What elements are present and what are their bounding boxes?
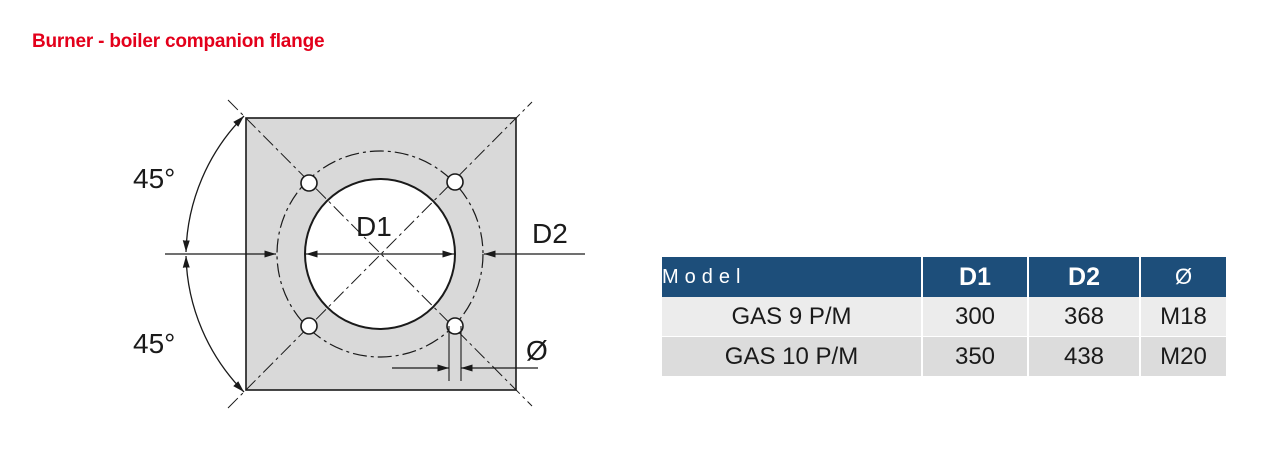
bolt-hole-top-left [300, 174, 318, 192]
cell-d2: 438 [1029, 336, 1141, 376]
cell-model: GAS 9 P/M [662, 297, 923, 336]
header-diameter: Ø [1141, 257, 1226, 297]
cell-model: GAS 10 P/M [662, 336, 923, 376]
bolt-hole-bottom-right [446, 317, 464, 335]
diagonal-line-1 [227, 99, 533, 407]
bolt-hole-top-right [446, 173, 464, 191]
spec-table: Model D1 D2 Ø GAS 9 P/M 300 368 M18 GAS … [662, 257, 1226, 376]
cell-d2: 368 [1029, 297, 1141, 336]
header-d2: D2 [1029, 257, 1141, 297]
header-model: Model [662, 257, 923, 297]
table-row: GAS 9 P/M 300 368 M18 [662, 297, 1226, 336]
angle-arc-top [182, 115, 245, 253]
angle-label-top: 45° [133, 163, 175, 194]
angle-arc-bottom [182, 255, 245, 393]
table-row: GAS 10 P/M 350 438 M20 [662, 336, 1226, 376]
hole-diameter-label: Ø [526, 335, 548, 366]
flange-diagram: D1 D2 45° 45° Ø [133, 99, 585, 409]
bolt-hole-bottom-left [300, 317, 318, 335]
cell-diameter: M18 [1141, 297, 1226, 336]
cell-d1: 300 [923, 297, 1029, 336]
angle-label-bottom: 45° [133, 328, 175, 359]
d1-label: D1 [356, 211, 392, 242]
page-title: Burner - boiler companion flange [32, 31, 325, 52]
table-header-row: Model D1 D2 Ø [662, 257, 1226, 297]
diagonal-line-2 [227, 101, 533, 409]
d2-label: D2 [532, 218, 568, 249]
bolt-circle [276, 150, 484, 358]
cell-diameter: M20 [1141, 336, 1226, 376]
cell-d1: 350 [923, 336, 1029, 376]
header-d1: D1 [923, 257, 1029, 297]
